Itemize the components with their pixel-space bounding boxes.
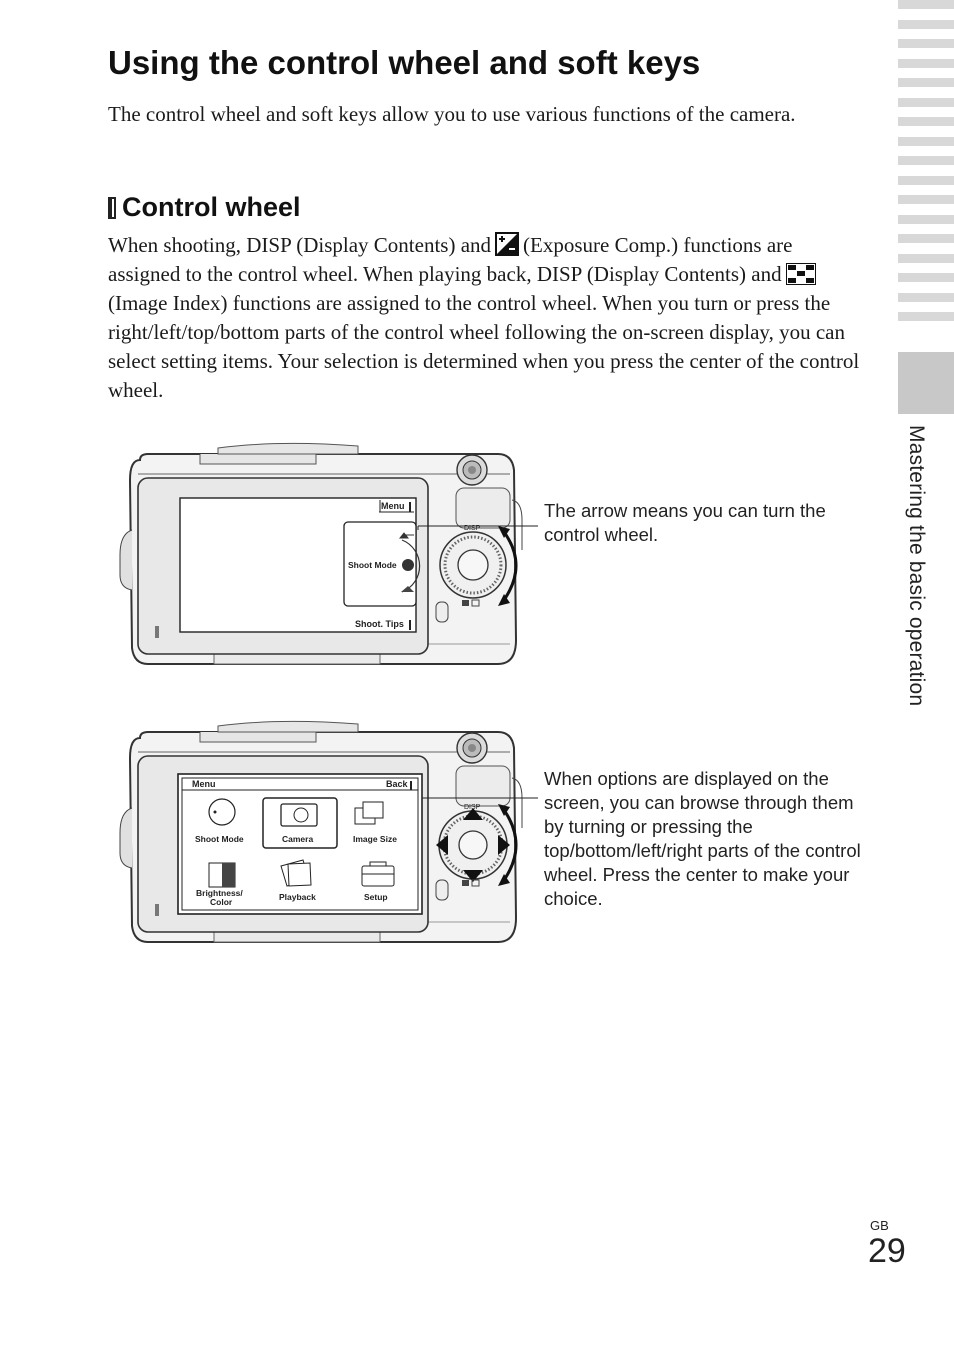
sidebar-chapter-label: Mastering the basic operation (905, 425, 928, 707)
disp-label: DISP (464, 804, 481, 811)
paragraph-part-3: (Image Index) functions are assigned to … (108, 291, 860, 402)
menu-item-camera: Camera (282, 834, 313, 844)
menu-screen-back-label: Back (386, 779, 409, 789)
page-title: Using the control wheel and soft keys (108, 44, 701, 81)
camera-illustration-menu: Menu Back Shoot Mode Camera Image Size B… (119, 720, 538, 943)
menu-item-image-size: Image Size (353, 834, 397, 844)
exposure-comp-icon (495, 232, 520, 256)
image-index-icon (785, 263, 816, 285)
control-wheel-paragraph: When shooting, DISP (Display Contents) a… (108, 231, 868, 405)
paragraph-part-2: (Exposure Comp.) functions are assigned … (108, 233, 793, 286)
page-number: 29 (868, 1232, 906, 1270)
menu-item-brightness: Brightness/ (196, 888, 243, 898)
camera-illustration-shooting: Menu Shoot Mode Shoot. Tips DISP (119, 442, 538, 665)
disp-label: DISP (464, 525, 481, 532)
section-heading-text: Control wheel (122, 192, 301, 222)
paragraph-part-1: When shooting, DISP (Display Contents) a… (108, 233, 492, 257)
screen-shoot-mode-label: Shoot Mode (348, 560, 397, 570)
menu-item-color: Color (210, 897, 233, 907)
section-marker-icon (108, 196, 116, 219)
screen-menu-label: Menu (381, 501, 405, 511)
menu-item-setup: Setup (364, 892, 388, 902)
section-heading: Control wheel (108, 192, 301, 223)
intro-paragraph: The control wheel and soft keys allow yo… (108, 102, 796, 126)
callout-turn-wheel: The arrow means you can turn the control… (544, 500, 826, 545)
menu-item-playback: Playback (279, 892, 316, 902)
menu-item-shoot-mode: Shoot Mode (195, 834, 244, 844)
callout-browse-options: When options are displayed on the screen… (544, 768, 861, 909)
page-region-code: GB (870, 1218, 889, 1233)
edge-index-tab (898, 352, 954, 414)
screen-shoot-tips-label: Shoot. Tips (355, 619, 404, 629)
menu-screen-menu-label: Menu (192, 779, 216, 789)
edge-index-stripes (898, 0, 954, 332)
